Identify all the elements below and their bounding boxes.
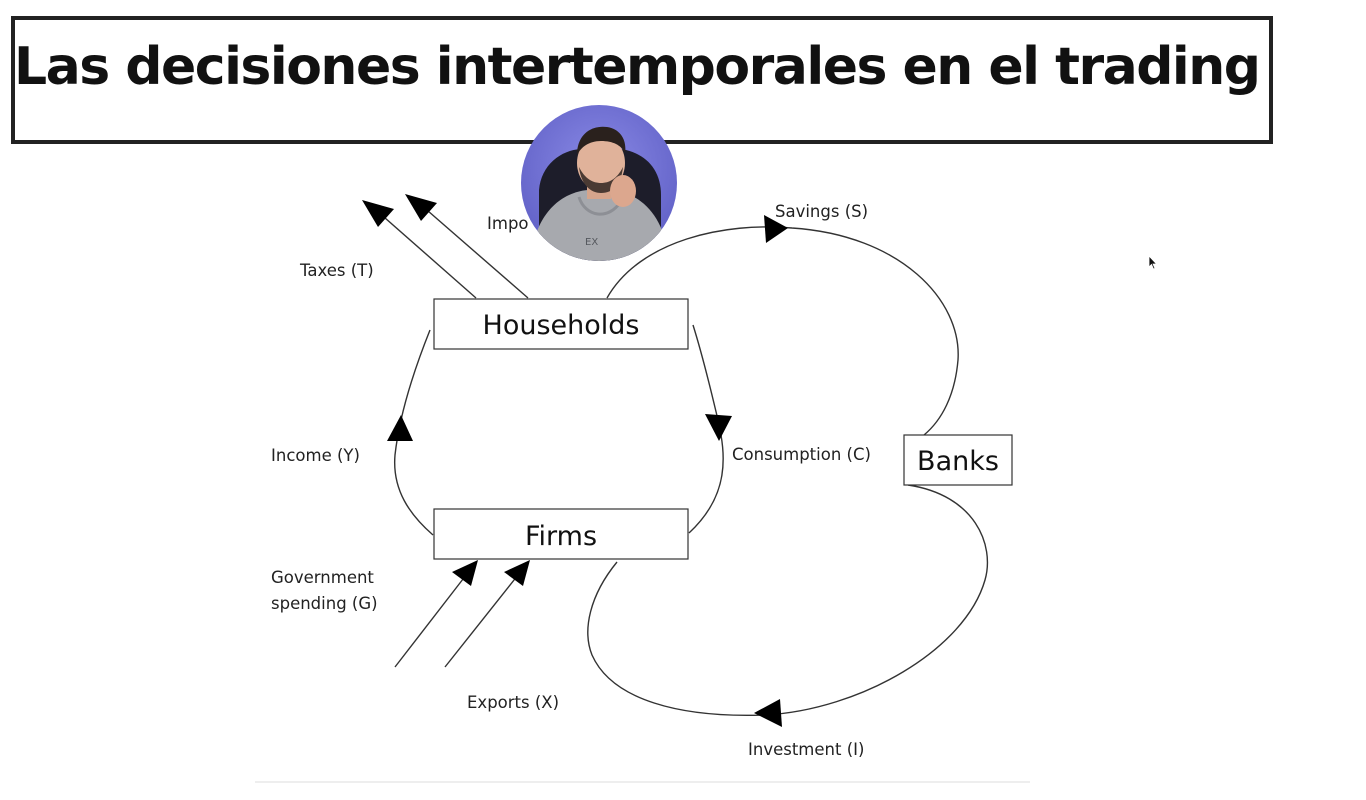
- consumption-arrow: [688, 324, 732, 534]
- households-label: Households: [483, 310, 640, 341]
- banks-node: Banks: [903, 434, 1013, 486]
- mouse-pointer-icon: [1148, 254, 1158, 270]
- savings-label: Savings (S): [775, 202, 868, 221]
- exports-label: Exports (X): [467, 693, 559, 712]
- government-spending-label-line1: Government: [271, 568, 374, 587]
- income-label: Income (Y): [271, 446, 360, 465]
- savings-arrow: [606, 215, 959, 436]
- page-title: Las decisiones intertemporales en el tra…: [14, 37, 1261, 97]
- bottom-divider: [255, 781, 1030, 783]
- imports-label: Impo: [487, 214, 529, 233]
- imports-arrow: [405, 194, 529, 299]
- firms-node: Firms: [433, 508, 689, 560]
- income-arrow: [387, 329, 434, 536]
- banks-label: Banks: [917, 446, 999, 477]
- firms-label: Firms: [525, 521, 597, 552]
- investment-arrow: [587, 484, 989, 727]
- households-node: Households: [433, 298, 689, 350]
- government-spending-arrow: [394, 560, 478, 668]
- consumption-label: Consumption (C): [732, 445, 871, 464]
- exports-arrow: [444, 560, 530, 668]
- presenter-avatar-icon: EX: [521, 105, 677, 261]
- taxes-arrow: [362, 200, 477, 299]
- svg-text:EX: EX: [585, 237, 598, 248]
- taxes-label: Taxes (T): [299, 261, 374, 280]
- investment-label: Investment (I): [748, 740, 864, 759]
- government-spending-label-line2: spending (G): [271, 594, 378, 613]
